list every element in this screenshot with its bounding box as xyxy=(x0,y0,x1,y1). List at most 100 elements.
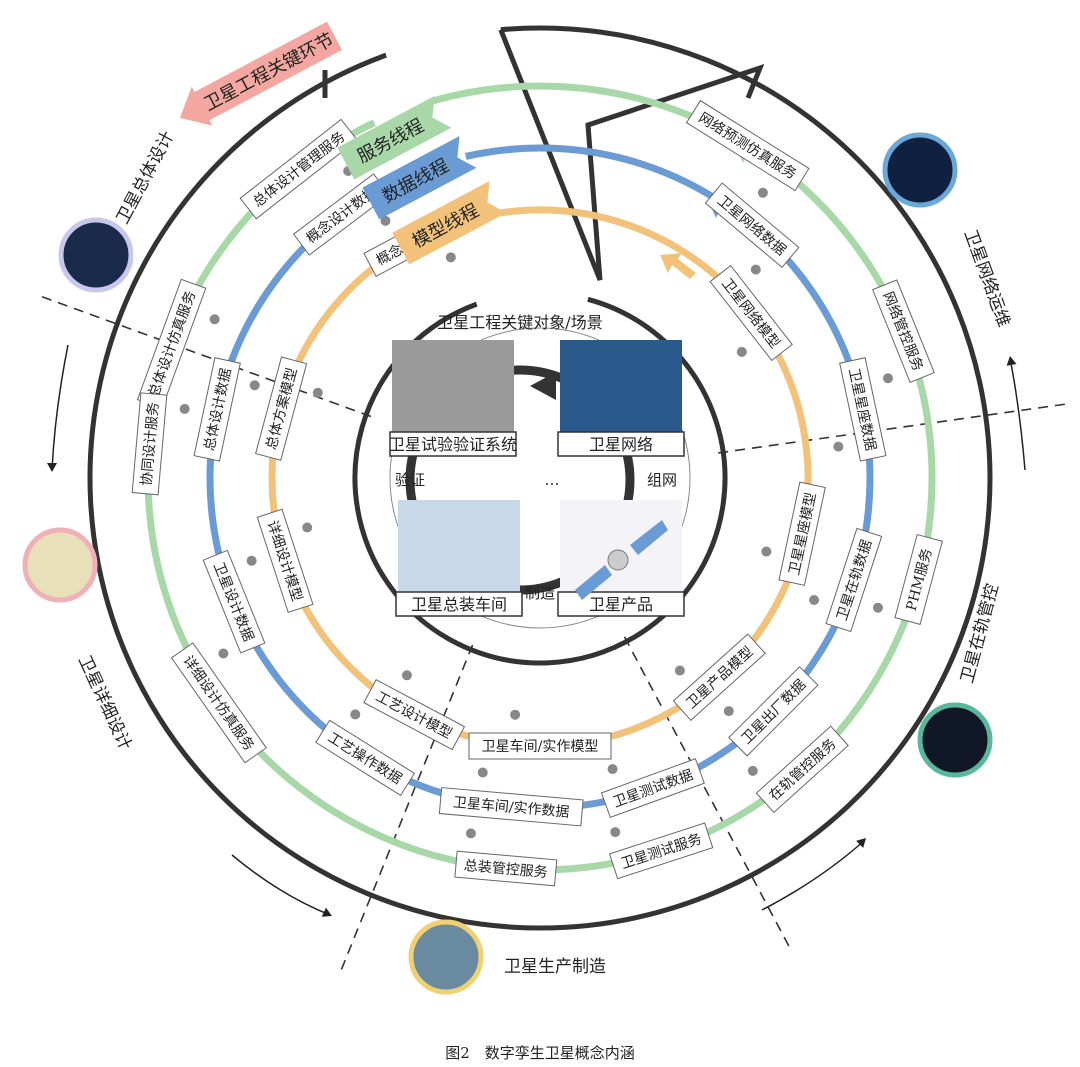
service-connector-dot xyxy=(179,403,190,414)
phase-2: 卫星在轨管控 xyxy=(917,582,1003,778)
flow-arrowhead-icon xyxy=(856,838,866,848)
design-icon xyxy=(22,527,98,603)
service-label-box: 在轨管控服务 xyxy=(755,725,849,814)
divider-bottom-right xyxy=(623,636,792,951)
lifecycle-outer-arc xyxy=(87,25,993,931)
relation-label: 制造 xyxy=(525,584,555,602)
service-label-box: 卫星测试服务 xyxy=(608,822,714,880)
model-connector-dot xyxy=(736,346,747,357)
model-label-box: 总体方案模型 xyxy=(255,356,308,461)
satellite-body-icon xyxy=(607,549,629,571)
model-connector-dot xyxy=(674,665,685,676)
data-connector-dot xyxy=(809,595,820,606)
key-links-arrow: 卫星工程关键环节 xyxy=(179,21,342,126)
service-connector-dot xyxy=(610,827,621,838)
satellite-panel-icon xyxy=(575,565,612,600)
lab-photo-image xyxy=(392,340,514,432)
service-connector-dot xyxy=(872,602,883,613)
earth-network-icon xyxy=(58,217,134,293)
network-globe-image xyxy=(560,340,682,432)
model-label: 卫星产品模型 xyxy=(683,644,756,712)
assembly-workshop-image xyxy=(398,500,520,592)
service-connector-dot xyxy=(882,373,893,384)
flow-arrow-bottom-right xyxy=(761,839,866,911)
data-label-box: 卫星出厂数据 xyxy=(728,666,819,757)
flow-arrow-right xyxy=(1009,357,1026,471)
model-connector-dot xyxy=(761,546,772,557)
relation-label: … xyxy=(545,471,560,489)
lifecycle-big-arrow xyxy=(498,28,765,281)
divider-right xyxy=(718,402,1070,454)
service-label-box: PHM服务 xyxy=(894,533,943,625)
model-connector-dot xyxy=(302,522,313,533)
service-label: 协同设计服务 xyxy=(139,401,162,486)
data-label: 卫星网络数据 xyxy=(714,193,789,259)
phase-3: 卫星生产制造 xyxy=(408,919,606,995)
divider-left xyxy=(36,294,372,418)
model-connector-dot xyxy=(445,252,456,263)
data-connector-dot xyxy=(246,555,257,566)
inner-guide-ring xyxy=(389,327,691,629)
service-label-box: 总体设计仿真服务 xyxy=(136,278,207,410)
model-label-box: 卫星星座模型 xyxy=(778,481,826,586)
scenario-label: 卫星试验验证系统 xyxy=(389,435,517,454)
phase-label: 卫星总体设计 xyxy=(113,128,179,227)
data-label-box: 卫星星座数据 xyxy=(839,357,887,462)
service-label: 网络预测仿真服务 xyxy=(695,110,798,183)
service-label-box: 详细设计仿真服务 xyxy=(170,642,267,764)
service-label-box: 协同设计服务 xyxy=(131,392,168,496)
data-connector-dot xyxy=(607,764,618,775)
scenario-label: 卫星产品 xyxy=(589,595,653,614)
model-label-box: 工艺设计模型 xyxy=(363,679,466,751)
factory-icon xyxy=(408,919,484,995)
data-label-box: 卫星在轨数据 xyxy=(825,527,883,633)
phase-0: 卫星总体设计 xyxy=(58,128,179,293)
service-label-box: 总装管控服务 xyxy=(454,850,558,887)
flow-arrow-bottom xyxy=(231,854,331,916)
service-connector-dot xyxy=(465,828,476,839)
data-connector-dot xyxy=(380,215,391,226)
scenario-network-globe: 卫星网络 xyxy=(557,340,685,457)
divider-bottom-left xyxy=(338,644,474,975)
data-connector-dot xyxy=(723,706,734,717)
center-title: 卫星工程关键对象/场景 xyxy=(437,313,602,332)
flow-arrowhead-icon xyxy=(321,907,332,917)
service-connector-dot xyxy=(209,314,220,325)
data-label: 工艺操作数据 xyxy=(325,730,405,788)
model-connector-dot xyxy=(510,709,521,720)
orbit-satellite-icon xyxy=(917,702,993,778)
service-label: 总装管控服务 xyxy=(463,858,548,881)
data-label-box: 总体设计数据 xyxy=(193,357,241,462)
satellite-image xyxy=(560,500,682,592)
model-label: 卫星车间/实作模型 xyxy=(482,738,599,755)
data-connector-dot xyxy=(750,264,761,275)
service-connector-dot xyxy=(757,187,768,198)
model-ring-arrowhead xyxy=(660,253,696,279)
data-label: 卫星出厂数据 xyxy=(739,677,810,748)
relation-label: 组网 xyxy=(647,471,677,489)
service-label: 详细设计仿真服务 xyxy=(179,653,256,754)
service-label: 在轨管控服务 xyxy=(766,736,839,804)
relation-label: 验证 xyxy=(395,471,425,489)
flow-arrowhead-icon xyxy=(47,463,57,472)
data-label-box: 卫星网络数据 xyxy=(704,182,800,269)
service-label-box: 网络管控服务 xyxy=(872,279,935,384)
scenario-lab-photo: 卫星试验验证系统 xyxy=(389,340,517,457)
data-label-box: 卫星设计数据 xyxy=(202,549,266,654)
phase-label: 卫星详细设计 xyxy=(74,652,135,753)
service-connector-dot xyxy=(747,765,758,776)
flow-arrow-left xyxy=(51,344,69,471)
model-label-box: 卫星网络模型 xyxy=(709,264,793,362)
model-label-box: 卫星产品模型 xyxy=(672,633,766,721)
phase-label: 卫星生产制造 xyxy=(504,957,606,977)
model-connector-dot xyxy=(401,670,412,681)
model-connector-dot xyxy=(312,387,323,398)
scenario-satellite: 卫星产品 xyxy=(557,500,685,617)
data-connector-dot xyxy=(350,709,361,720)
service-connector-dot xyxy=(218,648,229,659)
scenario-label: 卫星总装车间 xyxy=(411,595,507,614)
flow-arrowhead-icon xyxy=(1006,356,1017,366)
scenario-assembly-workshop: 卫星总装车间 xyxy=(395,500,523,617)
data-label-box: 卫星车间/实作数据 xyxy=(438,787,584,827)
